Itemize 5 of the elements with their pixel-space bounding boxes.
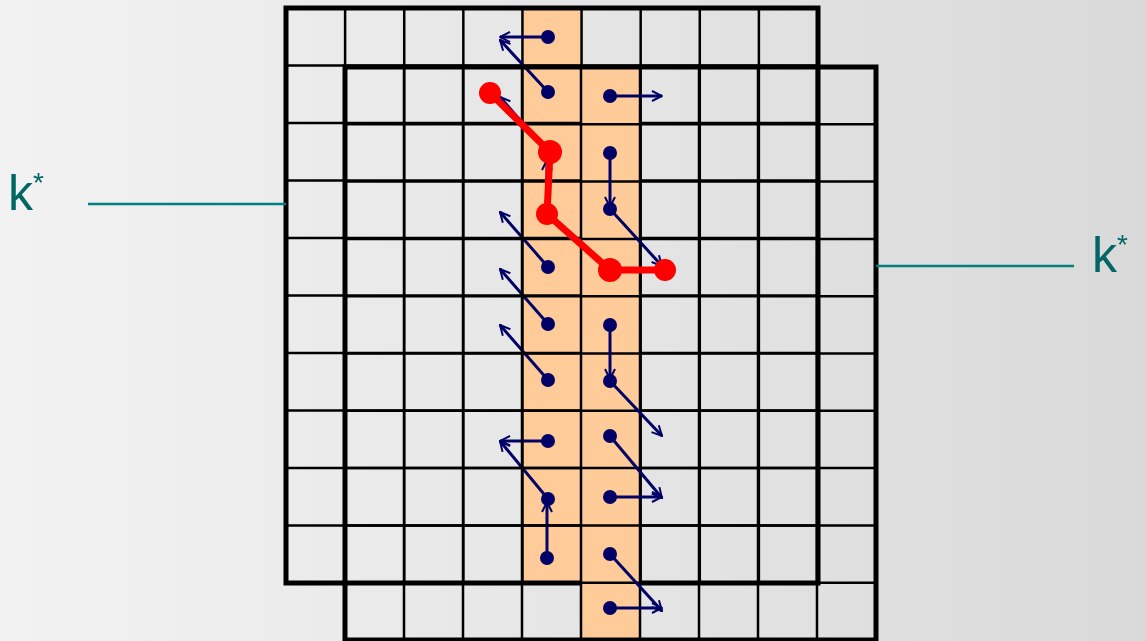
axis-label: k$^{*}$: [8, 168, 44, 218]
leader-line: [876, 264, 1074, 268]
axis-label: k$^{*}$: [1092, 230, 1128, 280]
grid: [342, 64, 879, 641]
leader-line: [88, 202, 286, 206]
